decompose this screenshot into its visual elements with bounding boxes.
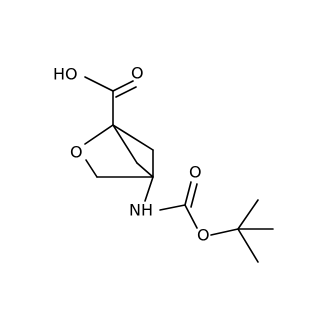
acid-carbonyl-oxygen-label: O — [131, 64, 144, 83]
bond-c-o-double-a — [112, 80, 134, 92]
bond-ring-o-ch2 — [85, 159, 98, 178]
hydroxyl-label: HO — [53, 65, 78, 84]
bond-bridgehead2-n — [144, 176, 154, 202]
bond-tbutyl-methyl-down — [237, 228, 259, 263]
ring-oxygen-label: O — [70, 143, 83, 162]
bond-c-o-double-b — [115, 86, 137, 98]
bond-carbamate-c-o-double-b — [190, 183, 198, 208]
amine-label: NH — [129, 201, 153, 220]
bond-bridgehead-ch2-back — [112, 124, 138, 164]
bond-carbamate-c-ester-o — [184, 204, 198, 229]
bond-n-carbonyl-c — [159, 204, 186, 211]
bond-bridgehead-ring-o — [84, 124, 114, 145]
bond-c-oh — [84, 76, 114, 92]
bond-ch2-back-bridgehead2 — [136, 162, 154, 178]
ester-oxygen-label: O — [197, 226, 210, 245]
bond-bridgehead-ch2-right — [112, 124, 154, 151]
bond-ester-o-tbutyl-c — [210, 228, 239, 236]
bond-carbamate-c-o-double-a — [184, 181, 192, 206]
carbamate-carbonyl-oxygen-label: O — [189, 163, 202, 182]
bond-tbutyl-methyl-up — [237, 199, 259, 230]
